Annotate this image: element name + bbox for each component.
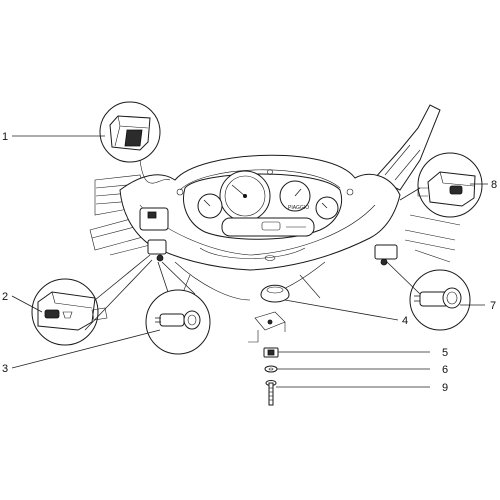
part-9-screw [265, 380, 277, 406]
callout-labels: 1 2 3 4 5 6 7 8 9 [2, 131, 497, 394]
part-7-detail-bubble [409, 269, 471, 331]
callout-7: 7 [490, 300, 496, 312]
callout-5: 5 [442, 347, 448, 359]
instrument-cluster: PIAGGIO [176, 169, 354, 240]
right-handlebar [374, 104, 461, 263]
right-switch-housing [374, 244, 398, 266]
left-switch-housing [139, 207, 169, 262]
part-8-detail-bubble [417, 152, 483, 218]
part-3-detail-bubble [145, 289, 211, 355]
part-4-cap [260, 284, 290, 303]
callout-3: 3 [2, 363, 8, 375]
mounting-bracket [248, 311, 286, 343]
callout-8: 8 [491, 179, 497, 191]
part-1-detail-bubble [99, 101, 171, 184]
callout-6: 6 [442, 364, 448, 376]
callout-4: 4 [402, 315, 408, 327]
dashboard-brand-text: PIAGGIO [288, 205, 309, 211]
callout-9: 9 [442, 382, 448, 394]
part-2-detail-bubble [31, 278, 108, 346]
lcd-display [221, 217, 315, 237]
callout-2: 2 [2, 291, 8, 303]
part-6-washer [264, 365, 278, 373]
leader-lines [11, 135, 488, 388]
part-5-clip [263, 347, 279, 358]
callout-1: 1 [2, 131, 8, 143]
